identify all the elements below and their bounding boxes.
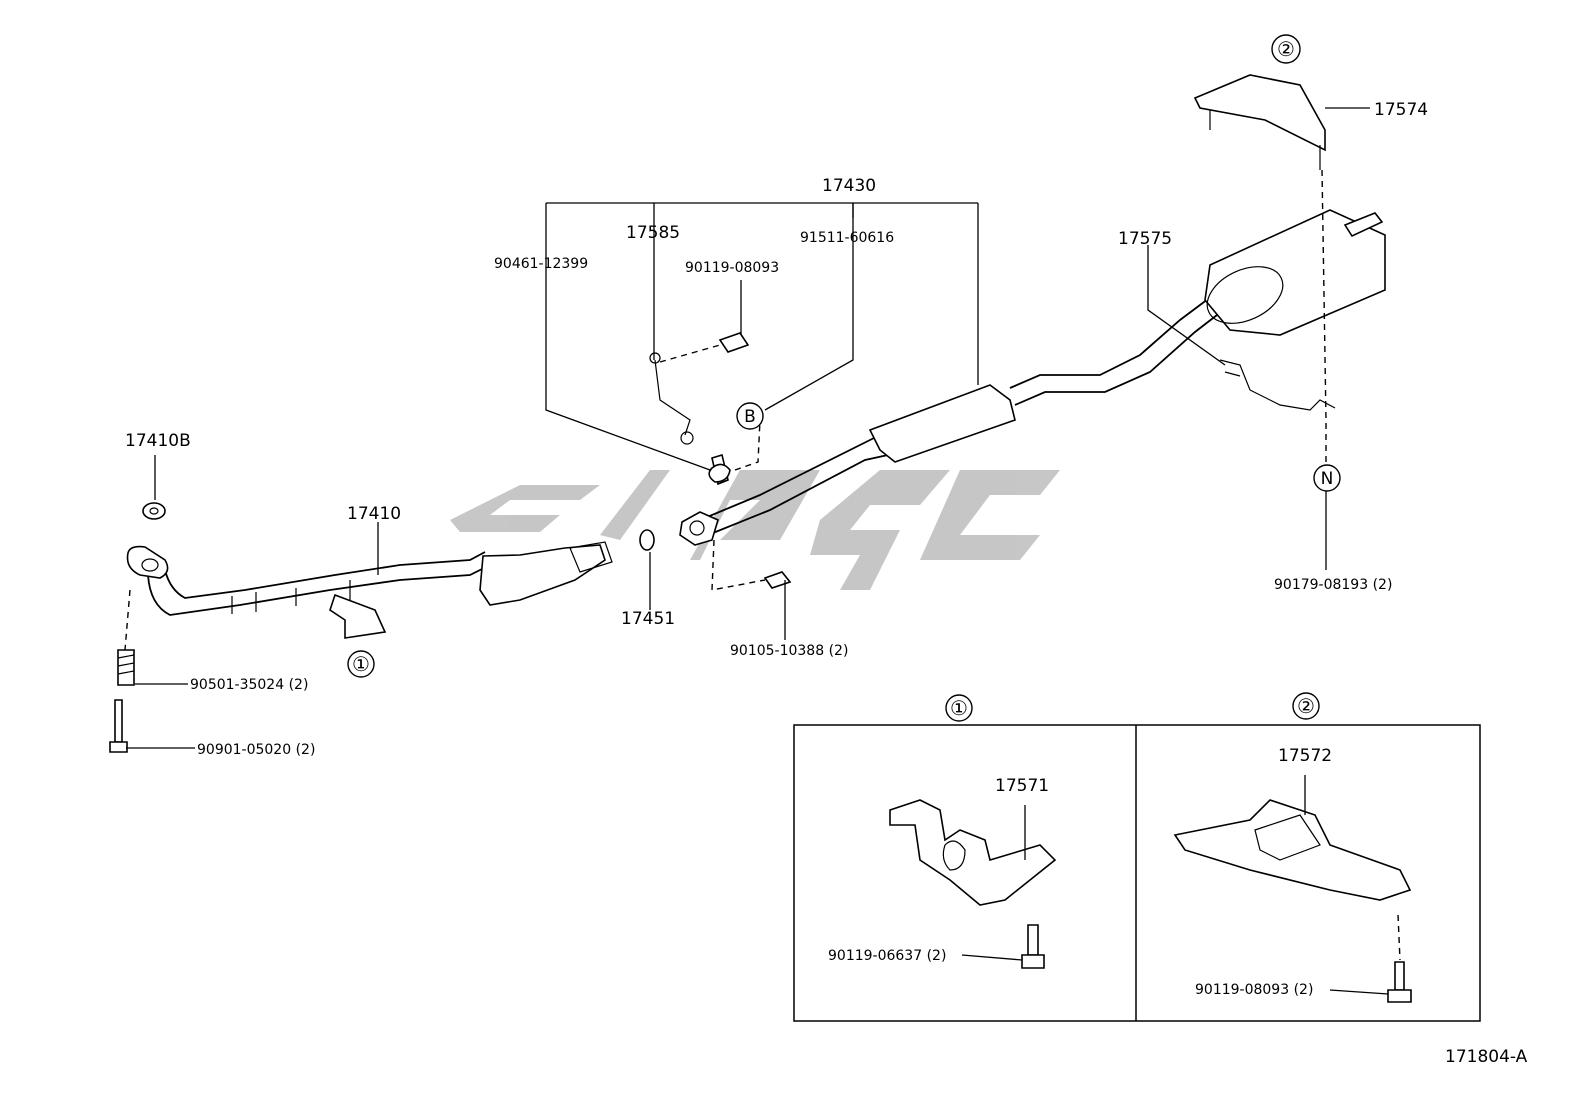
label-90119-06637: 90119-06637 (2) — [828, 948, 946, 964]
label-90501-35024: 90501-35024 (2) — [190, 677, 308, 693]
callout-markers: ② B N ① ① ② — [347, 34, 1341, 722]
label-17410: 17410 — [347, 504, 401, 524]
front-exhaust-pipe — [126, 541, 613, 639]
hanger-bracket — [1219, 359, 1336, 411]
label-17571: 17571 — [995, 776, 1049, 796]
label-90461-12399: 90461-12399 — [494, 256, 588, 272]
label-17585: 17585 — [626, 223, 680, 243]
label-17572: 17572 — [1278, 746, 1332, 766]
marker-b: B — [744, 407, 756, 427]
label-17410b: 17410B — [125, 431, 191, 451]
label-90119-08093-inset: 90119-08093 (2) — [1195, 982, 1313, 998]
label-17574: 17574 — [1374, 100, 1428, 120]
label-17430: 17430 — [822, 176, 876, 196]
label-17575: 17575 — [1118, 229, 1172, 249]
marker-1-pipe: ① — [352, 652, 370, 676]
muffler — [1204, 209, 1386, 336]
fasteners — [109, 332, 792, 753]
detail-inset — [793, 724, 1481, 1022]
label-17451: 17451 — [621, 609, 675, 629]
label-90105-10388: 90105-10388 (2) — [730, 643, 848, 659]
label-91511-60616: 91511-60616 — [800, 230, 894, 246]
watermark-logo — [450, 470, 1060, 590]
label-90901-05020: 90901-05020 (2) — [197, 742, 315, 758]
label-90119-08093: 90119-08093 — [685, 260, 779, 276]
label-90179-08193: 90179-08193 (2) — [1274, 577, 1392, 593]
figure-code: 171804-A — [1445, 1047, 1528, 1067]
marker-2-top: ② — [1277, 37, 1295, 61]
center-exhaust-pipe — [679, 289, 1231, 546]
upper-bracket — [1193, 74, 1326, 170]
leader-lines — [126, 107, 1370, 749]
part-labels: 17574 17430 17585 91511-60616 90461-1239… — [125, 100, 1528, 1067]
marker-n: N — [1321, 469, 1334, 489]
assembly-lines — [124, 169, 1327, 651]
marker-1-inset: ① — [950, 696, 968, 720]
marker-2-inset: ② — [1297, 694, 1315, 718]
